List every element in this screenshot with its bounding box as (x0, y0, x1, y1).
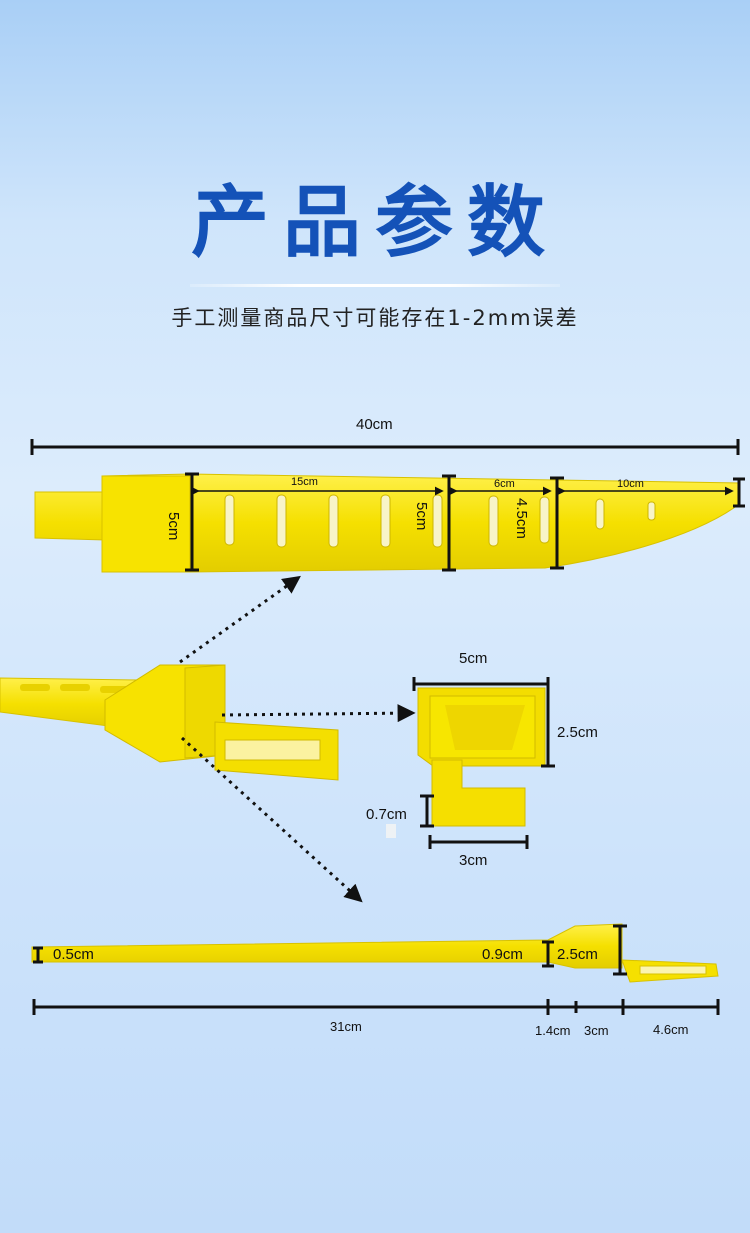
arrow-to-topview (179, 575, 301, 664)
top-view (30, 439, 745, 573)
detail-tab (431, 759, 526, 827)
detail-tab-height-label: 0.7cm (366, 806, 407, 823)
detail-tab-width-label: 3cm (459, 852, 488, 869)
page-subtitle: 手工测量商品尺寸可能存在1-2mm误差 (171, 306, 579, 330)
mid-section-length-label: 6cm (494, 478, 515, 490)
arrow-to-sideview (180, 736, 363, 903)
slot-section-height-label: 5cm (413, 502, 430, 531)
tail-thickness-label: 0.5cm (53, 946, 94, 963)
title-divider (190, 284, 560, 287)
arrow-to-detail (221, 704, 416, 723)
slot-section-length-label: 15cm (291, 476, 318, 488)
head-height-label: 5cm (165, 512, 182, 541)
detail-height-label: 2.5cm (557, 724, 598, 741)
buckle-closeup (0, 575, 416, 903)
total-length-label: 40cm (356, 416, 393, 433)
detail-width-label: 5cm (459, 650, 488, 667)
head-detail (386, 677, 555, 849)
tip-section-length-label: 10cm (617, 478, 644, 490)
neck-thickness-label: 0.9cm (482, 946, 523, 963)
strap-head-block (101, 475, 191, 573)
head-thickness-label: 2.5cm (557, 946, 598, 963)
strap-length-label: 31cm (330, 1019, 362, 1034)
neck-length-label: 1.4cm (535, 1023, 571, 1038)
mid-section-height-label: 4.5cm (513, 498, 530, 539)
slots (224, 494, 656, 548)
tab-length-label: 4.6cm (653, 1022, 689, 1037)
side-view (31, 923, 720, 1015)
page-title: 产品参数 (190, 178, 559, 268)
side-strap (31, 923, 623, 969)
head-length-label: 3cm (584, 1023, 609, 1038)
